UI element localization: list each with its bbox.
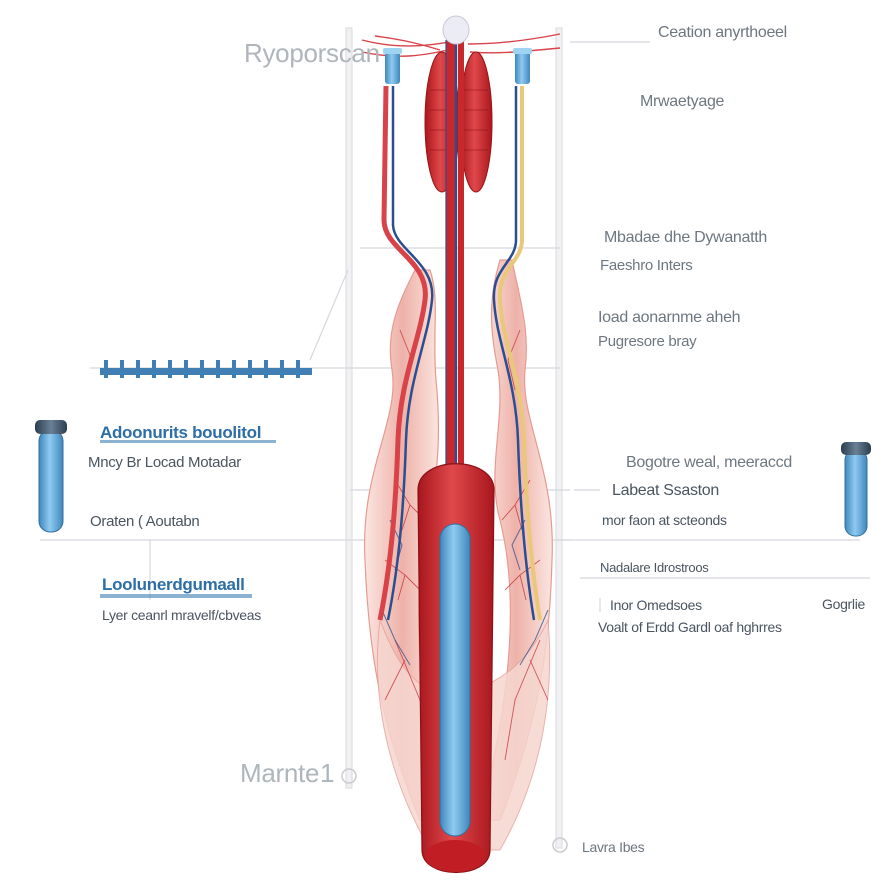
label-left-sub-2: Oraten ( Aoutabn	[90, 513, 200, 530]
label-bottom-left: Marnte	[240, 758, 320, 788]
label-right-3a: Mbadae dhe Dywanatth	[604, 229, 768, 246]
label-right-far: Gogrlie	[822, 596, 866, 612]
right-conduit	[492, 48, 542, 621]
label-right-6: Nadalare Idrostroos	[600, 560, 709, 575]
label-right-5b: Labeat Ssaston	[612, 482, 719, 499]
title-label: Ryoporscan	[244, 38, 380, 68]
scale-bar	[100, 360, 312, 378]
lower-sheath	[417, 463, 495, 874]
label-right-7b: Voalt of Erdd Gardl oaf hghrres	[598, 619, 782, 635]
frame	[341, 27, 568, 853]
label-left-blue-1: Adoonurits bouolitol	[100, 423, 262, 442]
label-right-2: Mrwaetyage	[640, 93, 725, 110]
left-conduit	[377, 48, 434, 621]
label-left-sub-1: Mncy Br Locad Motadar	[88, 454, 241, 471]
label-bottom-left-number: 1	[320, 758, 335, 788]
left-vial	[35, 420, 67, 533]
label-underlines	[100, 440, 276, 598]
label-right-4b: Pugresore bray	[598, 333, 697, 350]
label-right-5c: mor faon at scteonds	[602, 512, 727, 528]
label-right-5a: Bogotre weal, meeraccd	[626, 454, 792, 471]
label-bottom-right: Lavra Ibes	[582, 839, 645, 855]
label-right-7a: Inor Omedsoes	[610, 597, 702, 613]
right-vial	[841, 442, 871, 537]
label-left-blue-2: Loolunerdgumaall	[102, 575, 245, 594]
label-right-4a: Ioad aonarnme aheh	[598, 309, 741, 326]
label-right-3b: Faeshro Inters	[600, 257, 693, 274]
central-shaft	[442, 15, 470, 480]
venule-network	[381, 519, 549, 666]
label-right-1: Ceation anyrthoeel	[658, 24, 787, 41]
label-left-sub-3: Lyer ceanrl mravelf/cbveas	[102, 607, 261, 623]
